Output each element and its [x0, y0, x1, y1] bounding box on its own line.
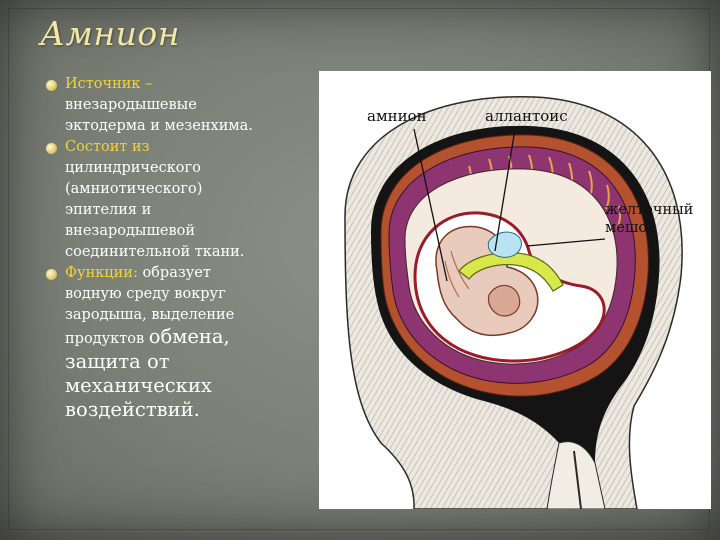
bullet-heading-rest: образует	[137, 265, 211, 281]
bullet-heading: Функции:	[65, 265, 138, 281]
amnion-leader-line	[413, 128, 448, 282]
label-amnion: амнион	[367, 107, 427, 125]
bullet-list: Источник – внезародышевые эктодерма и ме…	[44, 74, 312, 422]
cervical-canal	[573, 450, 582, 509]
label-yolk-sac-line2: мешок	[605, 220, 657, 236]
bullet-line-large: воздействий.	[65, 398, 200, 421]
label-yolk-sac-line1: желточный	[605, 202, 694, 218]
bullet-structure: Состоит из цилиндрического (амниотическо…	[44, 137, 312, 263]
bullet-line-small-part: продуктов	[65, 331, 149, 347]
amnion-diagram: амнион аллантоис желточный мешок	[319, 71, 711, 509]
bullet-line: внезародышевые	[65, 97, 197, 113]
bullet-line: соединительной ткани.	[65, 244, 245, 260]
label-allantois: аллантоис	[485, 107, 568, 125]
bullet-line: водную среду вокруг	[65, 286, 226, 302]
bullet-line: эктодерма и мезенхима.	[65, 118, 253, 134]
yolk-sac-leader-line	[526, 238, 606, 247]
bullet-dot-icon	[46, 143, 57, 154]
bullet-line: цилиндрического	[65, 160, 201, 176]
bullet-source: Источник – внезародышевые эктодерма и ме…	[44, 74, 312, 137]
bullet-line-large: механических	[65, 374, 212, 397]
bullet-line-big-part: обмена,	[148, 325, 230, 348]
bullet-heading: Состоит из	[65, 139, 150, 155]
bullet-line-large: защита от	[65, 350, 170, 373]
bullet-dot-icon	[46, 80, 57, 91]
embryo-illustration	[344, 96, 683, 509]
slide-title: Амнион	[40, 14, 180, 53]
embryo-somites	[444, 250, 470, 298]
bullet-line: эпителия и	[65, 202, 152, 218]
bullet-dot-icon	[46, 269, 57, 280]
bullet-functions: Функции: образует водную среду вокруг за…	[44, 263, 312, 422]
embryo-head-detail	[487, 284, 521, 317]
bullet-heading-line: Функции: образует	[65, 263, 312, 284]
allantois-leader-line	[494, 128, 516, 252]
bullet-heading: Источник –	[65, 76, 153, 92]
bullet-line: зародыша, выделение	[65, 307, 235, 323]
bullet-line-mixed: продуктов обмена,	[65, 326, 312, 350]
bullet-line: внезародышевой	[65, 223, 196, 239]
bullet-line: (амниотического)	[65, 181, 203, 197]
label-yolk-sac: желточный мешок	[605, 201, 693, 237]
